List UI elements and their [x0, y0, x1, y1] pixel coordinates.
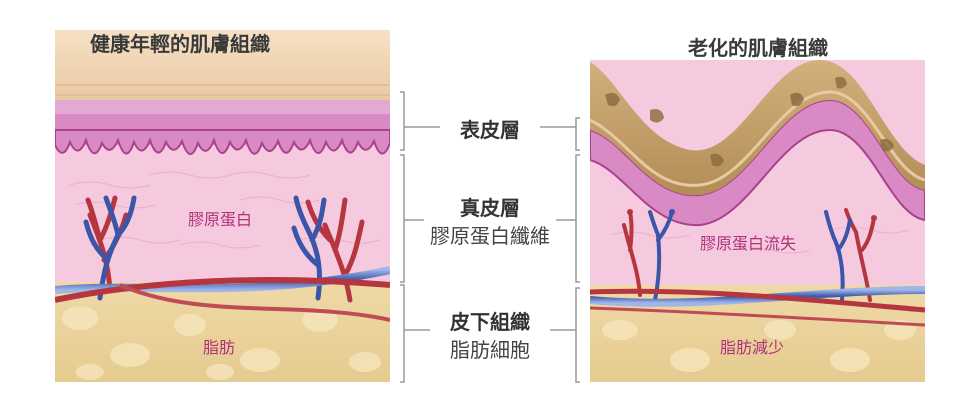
layer-legend: 表皮層 真皮層 膠原蛋白纖維 皮下組織 脂肪細胞 [400, 0, 580, 410]
dermis-term: 真皮層 [460, 196, 520, 220]
collagen-loss-label: 膠原蛋白流失 [700, 234, 797, 253]
aged-epidermis-layer [590, 98, 925, 227]
capillary-right [291, 195, 365, 303]
subcutis-term: 皮下組織 [450, 310, 530, 334]
healthy-skin-illustration [55, 30, 390, 382]
healthy-skin-title: 健康年輕的肌膚組織 [90, 32, 270, 56]
aged-skin-panel: 老化的肌膚組織 膠原蛋白流失 脂肪減少 [580, 0, 980, 410]
aged-skin-title: 老化的肌膚組織 [688, 36, 828, 60]
subcutis-subtitle: 脂肪細胞 [450, 338, 530, 362]
fat-reduction-label: 脂肪減少 [720, 338, 785, 357]
epidermis-term: 表皮層 [460, 118, 520, 142]
fat-label: 脂肪 [203, 338, 236, 357]
horizontal-artery [55, 277, 390, 303]
dermis-subtitle: 膠原蛋白纖維 [430, 224, 550, 248]
top-skin-band [55, 30, 390, 100]
healthy-skin-panel: 健康年輕的肌膚組織 膠原蛋白 脂肪 [0, 0, 400, 410]
aged-skin-illustration [590, 60, 925, 382]
collagen-label: 膠原蛋白 [188, 210, 253, 229]
capillary-left [83, 195, 137, 301]
layer-brackets [400, 91, 580, 383]
